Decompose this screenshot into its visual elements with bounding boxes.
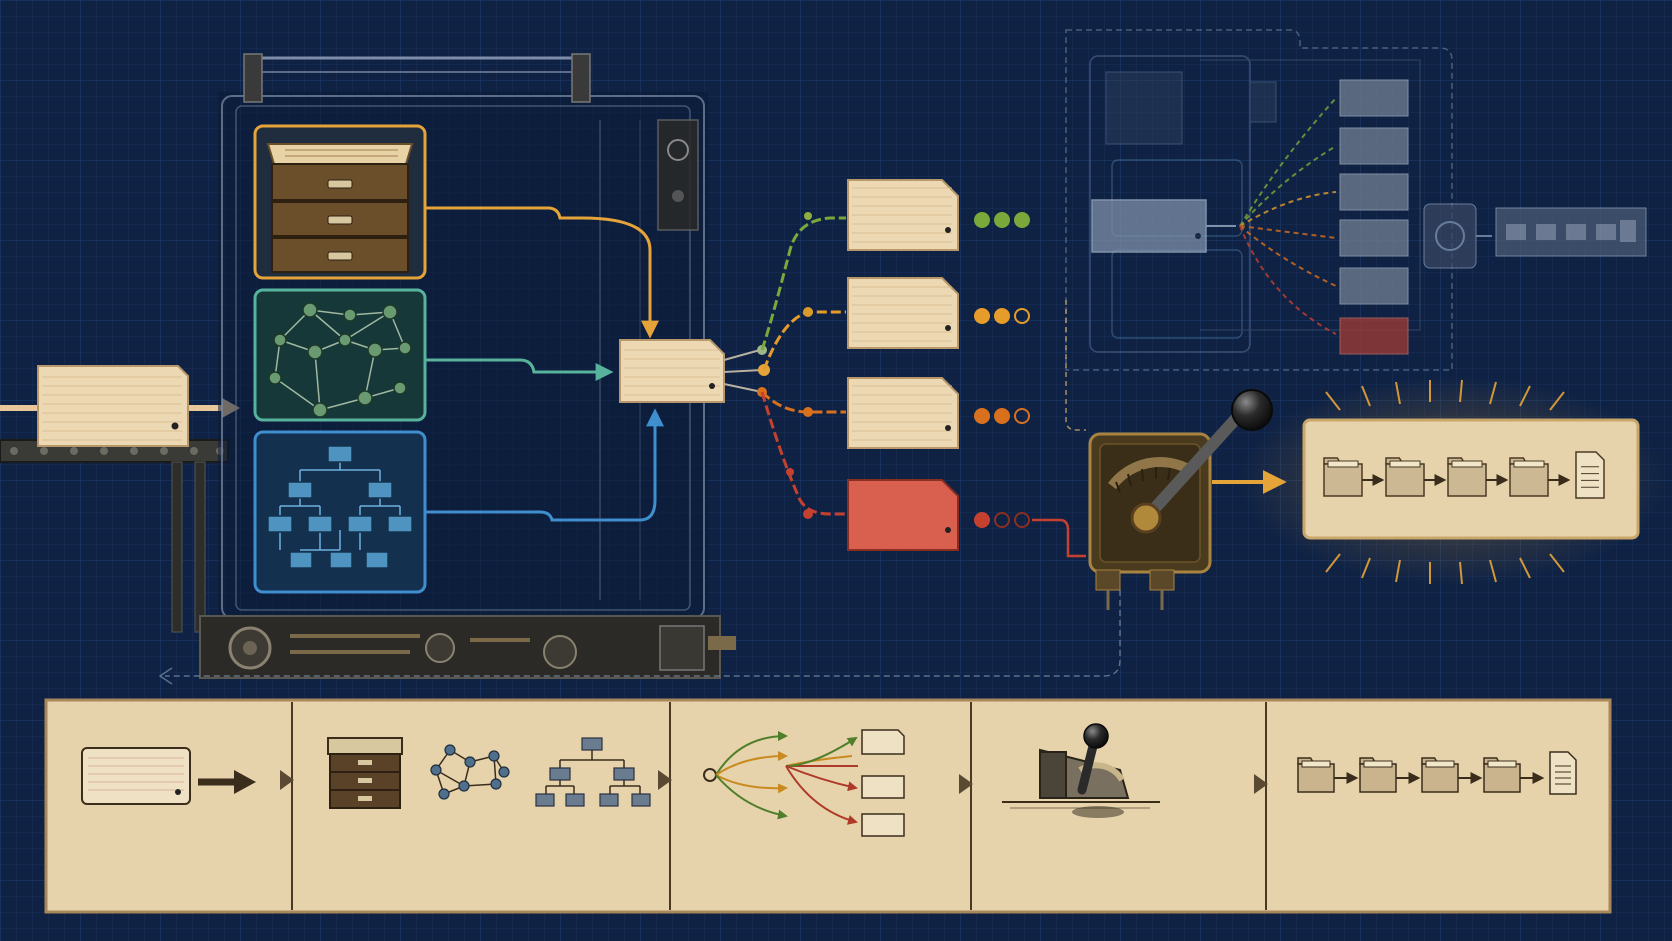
folder-icon — [1421, 757, 1459, 793]
hierarchy-connector — [425, 408, 664, 522]
routed-card-1 — [847, 179, 959, 251]
storage-module — [253, 124, 427, 280]
ghost-switch — [1423, 203, 1492, 269]
legend-step-output — [1297, 751, 1577, 795]
graph-module — [253, 288, 427, 422]
hierarchy-module — [253, 430, 427, 594]
folder-icon — [1483, 757, 1521, 793]
status-dots-4 — [974, 512, 1030, 528]
routed-card-3 — [847, 377, 959, 449]
status-dots-2 — [974, 308, 1030, 324]
folder-icon — [1359, 757, 1397, 793]
folder-icon — [1297, 757, 1335, 793]
output-rays — [1325, 379, 1565, 585]
folder-icon — [1323, 457, 1363, 497]
folder-chain-icon — [1297, 751, 1577, 795]
input-card-icon — [81, 747, 191, 805]
status-dots-3 — [974, 408, 1030, 424]
folder-icon — [1509, 457, 1549, 497]
merged-card — [619, 339, 725, 403]
cabinet-graph-tree-icon — [327, 737, 651, 809]
legend-step-route — [703, 729, 905, 837]
storage-connector — [425, 206, 659, 339]
ghost-input-card — [1091, 199, 1236, 253]
output-folder-chain — [1323, 451, 1605, 499]
filing-cabinet-icon — [266, 143, 414, 273]
lever-switch-icon — [1002, 723, 1160, 818]
lever-switch — [1088, 389, 1273, 610]
graph-connector — [425, 358, 614, 381]
ghost-output-panel — [1495, 207, 1647, 257]
legend-strip — [44, 698, 1612, 914]
folder-icon — [1447, 457, 1487, 497]
folder-icon — [1385, 457, 1425, 497]
ghost-routes — [1239, 97, 1337, 335]
ghost-machine — [1065, 29, 1453, 371]
branching-routes-icon — [703, 729, 905, 837]
routed-card-2 — [847, 277, 959, 349]
legend-step-select — [1002, 723, 1160, 818]
document-icon — [1549, 751, 1577, 795]
ghost-feedback-line — [1065, 300, 1086, 431]
red-route-to-switch — [1032, 518, 1086, 558]
document-icon — [1575, 451, 1605, 499]
hierarchy-tree-icon — [279, 460, 401, 551]
legend-step-process — [327, 737, 651, 809]
route-line-green — [760, 216, 846, 351]
input-card — [37, 365, 189, 447]
ghost-route-cards — [1339, 79, 1409, 355]
route-line-red — [760, 391, 846, 516]
return-loop-line — [165, 590, 1121, 677]
legend-step-input — [81, 747, 256, 805]
status-dots-1 — [974, 212, 1030, 228]
network-graph-icon — [268, 302, 412, 418]
routed-card-red — [847, 479, 959, 551]
